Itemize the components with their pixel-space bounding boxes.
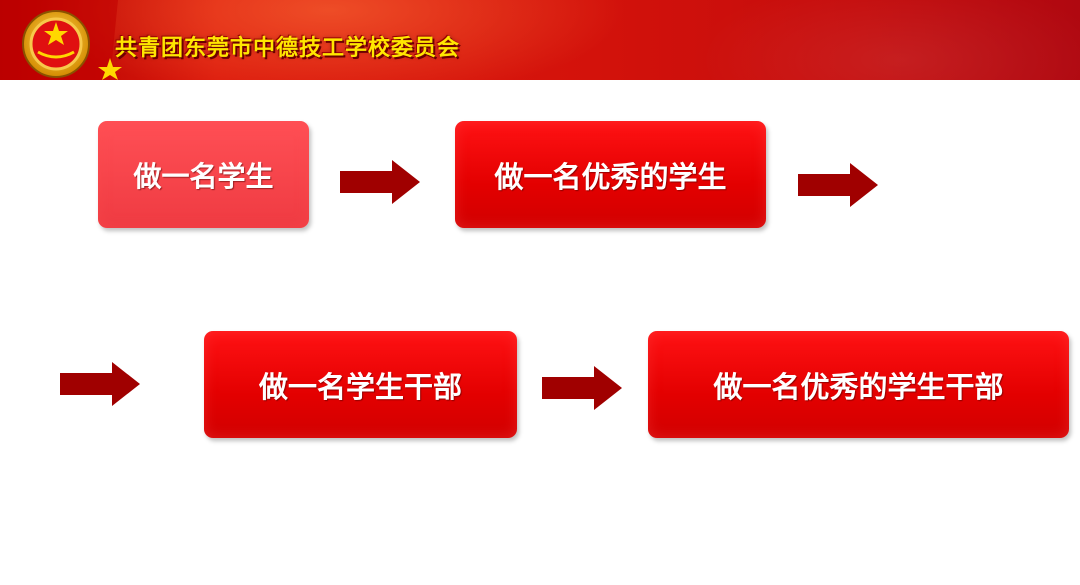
step-label: 做一名优秀的学生 xyxy=(494,159,727,194)
banner-title: 共青团东莞市中德技工学校委员会 xyxy=(115,36,461,61)
right-arrow-icon xyxy=(340,160,420,204)
right-arrow-icon xyxy=(542,366,622,410)
right-arrow-icon xyxy=(798,163,878,207)
step-label: 做一名优秀的学生干部 xyxy=(713,369,1004,404)
step-be-an-excellent-student-cadre: 做一名优秀的学生干部 xyxy=(648,331,1069,438)
step-label: 做一名学生 xyxy=(133,159,274,193)
flag-emblem-icon xyxy=(0,0,122,80)
right-arrow-icon xyxy=(60,362,140,406)
step-be-a-student-cadre: 做一名学生干部 xyxy=(204,331,517,438)
step-label: 做一名学生干部 xyxy=(258,369,462,404)
step-be-a-student: 做一名学生 xyxy=(98,121,309,228)
header-banner: 共青团东莞市中德技工学校委员会 xyxy=(0,0,1080,80)
step-be-an-excellent-student: 做一名优秀的学生 xyxy=(455,121,766,228)
